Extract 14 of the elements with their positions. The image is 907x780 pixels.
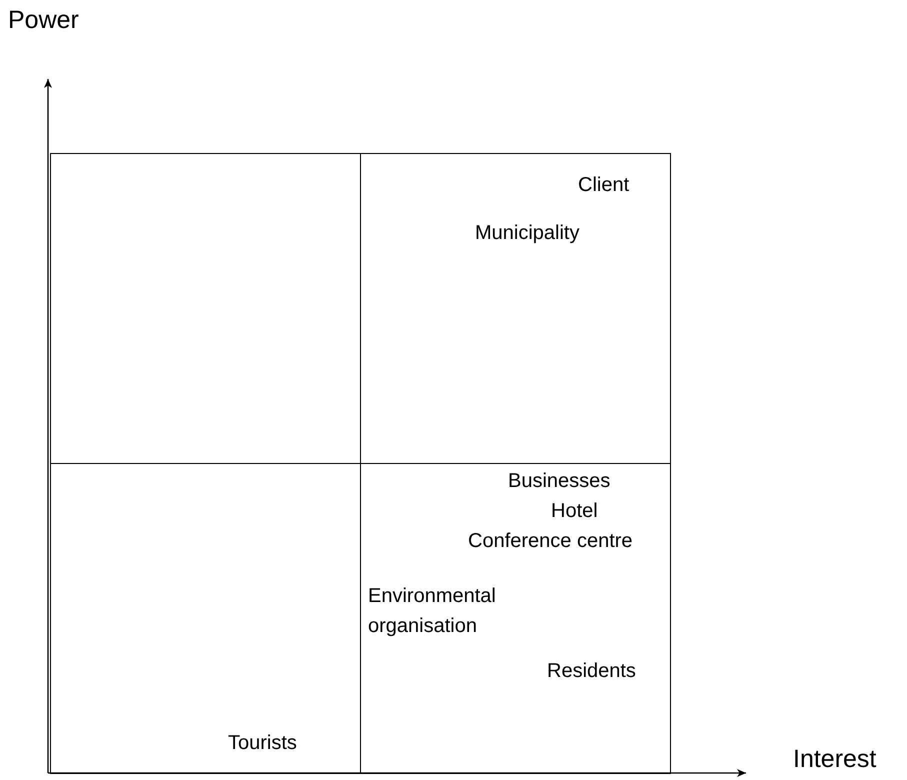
quadrant-box — [50, 463, 361, 774]
stakeholder-label: Residents — [547, 659, 636, 684]
stakeholder-label: Environmental organisation — [368, 584, 497, 639]
quadrant-box — [50, 153, 361, 464]
stakeholder-label: Conference centre — [468, 529, 633, 554]
stakeholder-label: Businesses — [508, 469, 610, 494]
stakeholder-label: Hotel — [551, 499, 598, 524]
stakeholder-label: Municipality — [475, 221, 580, 246]
quadrant-box — [360, 463, 671, 774]
axis-label: Power — [8, 6, 79, 35]
stakeholder-label: Client — [578, 173, 630, 198]
axis-label: Interest — [793, 745, 876, 774]
quadrant-box — [360, 153, 671, 464]
stakeholder-label: Tourists — [228, 731, 297, 756]
